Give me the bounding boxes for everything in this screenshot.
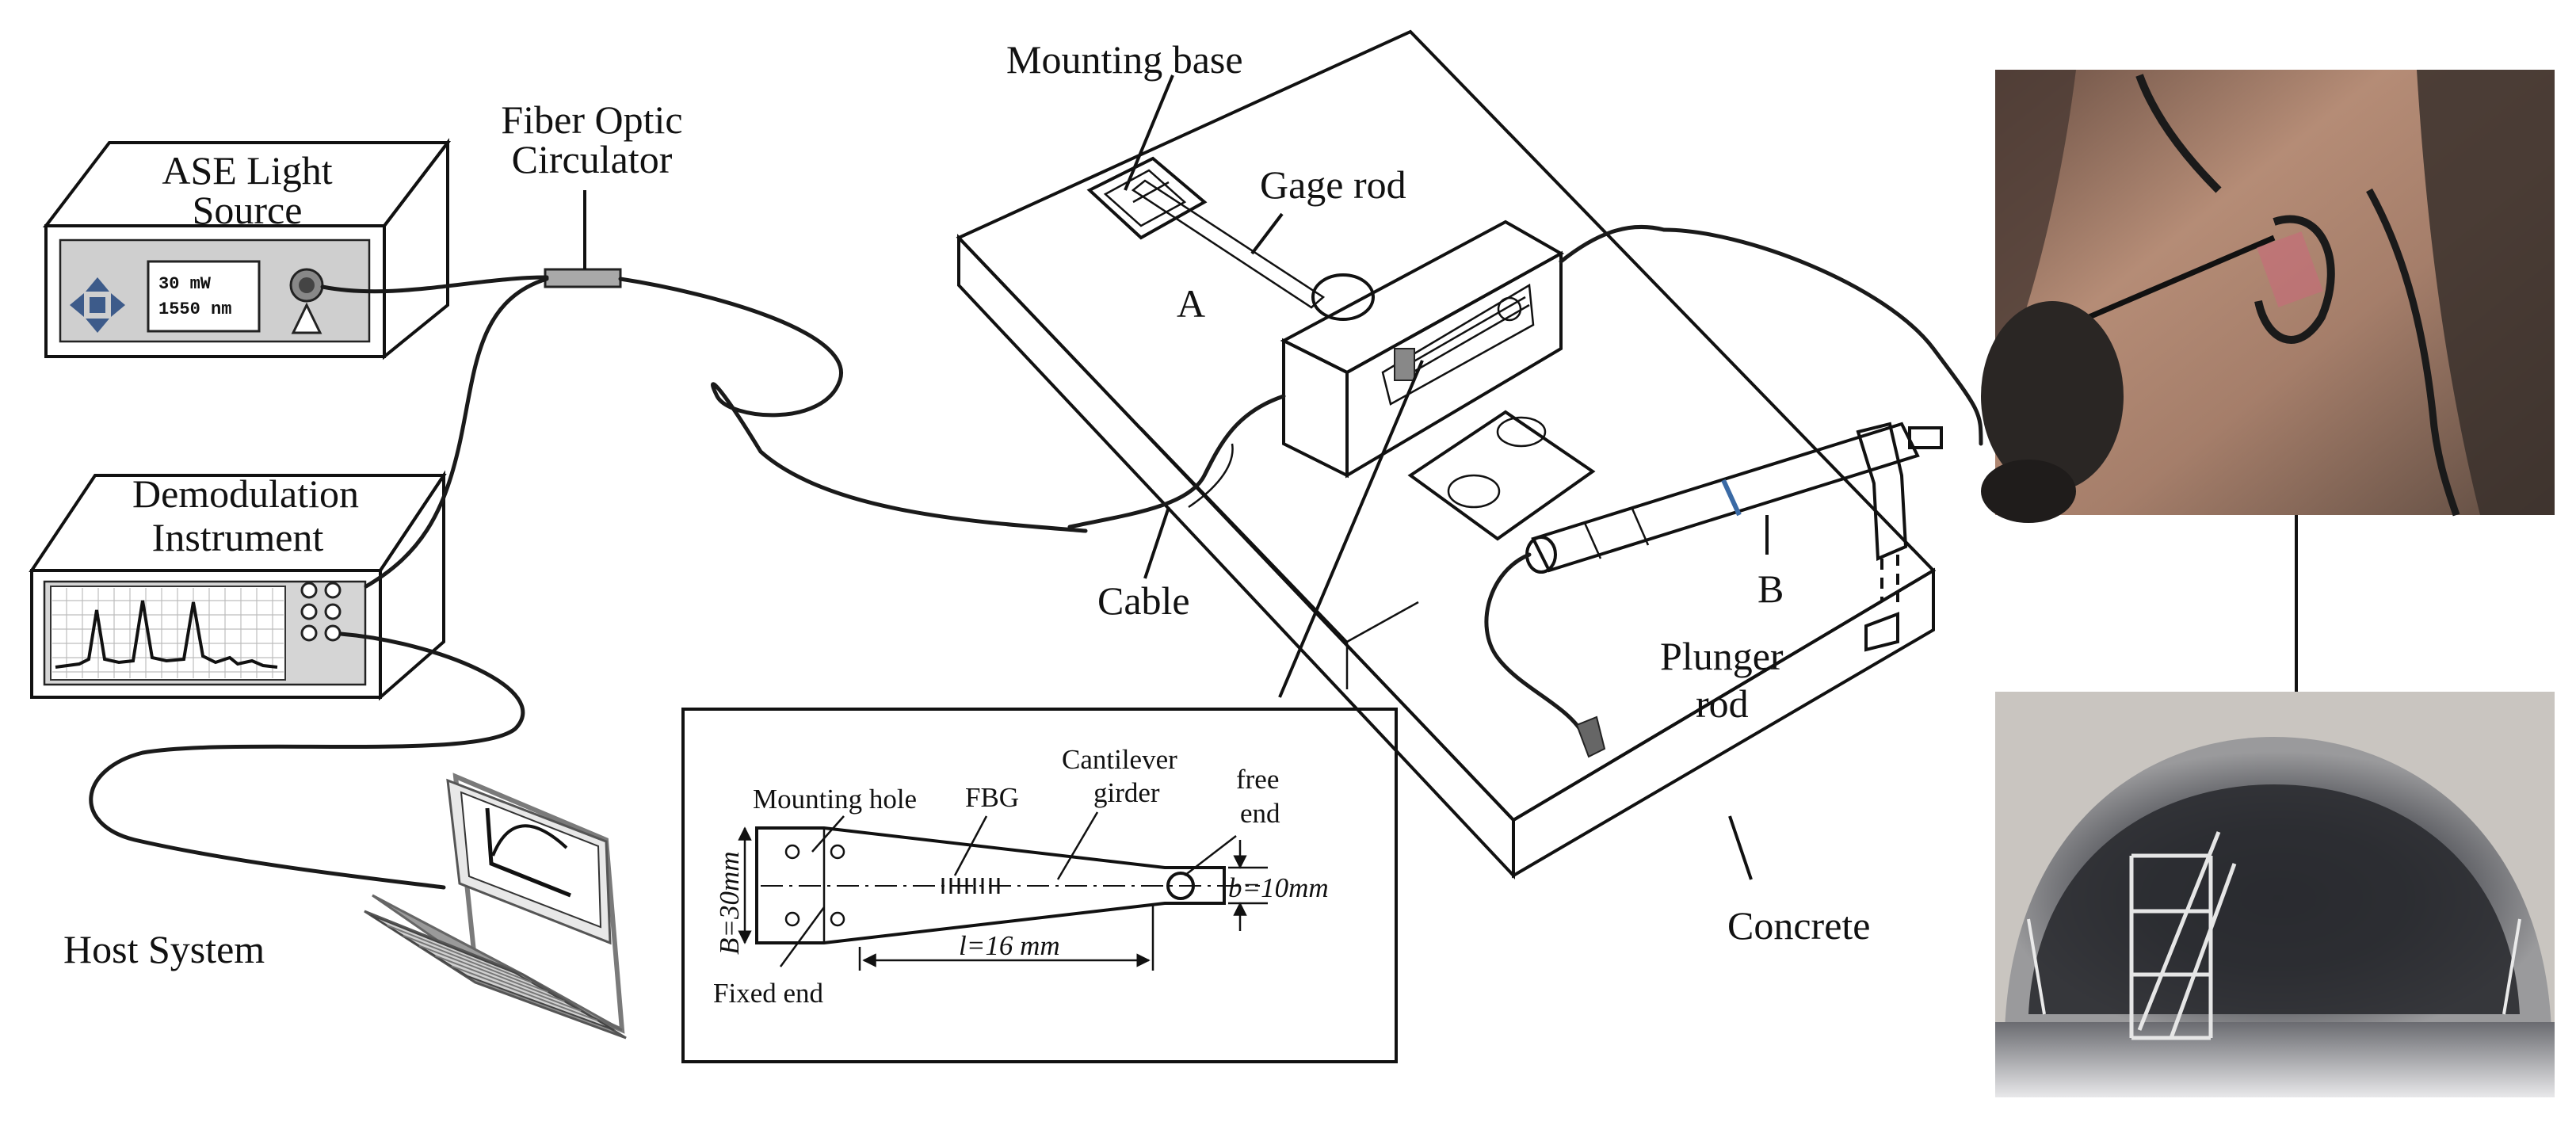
fbg-label: FBG: [965, 782, 1019, 813]
demod-label-line1: Demodulation: [132, 471, 359, 516]
host-system-laptop: Host System: [63, 773, 627, 1040]
gage-rod: [1131, 179, 1375, 321]
fixed-end-label: Fixed end: [713, 978, 824, 1009]
free-end-label-line2: end: [1240, 798, 1280, 829]
cantilever-label-line1: Cantilever: [1062, 744, 1177, 775]
sensor-b-lvdt: B: [1484, 422, 1943, 758]
ase-screen-wavelength: 1550 nm: [158, 300, 231, 319]
keyboard-row-line: [434, 955, 582, 1012]
tunnel-scaffold-photo: [1995, 692, 2555, 1097]
sensor-labels: Mounting base Gage rod Cable Plunger rod…: [1006, 37, 1870, 948]
plunger-rod-label-line1: Plunger: [1660, 634, 1784, 678]
ase-light-source-device: 30 mW 1550 nm ASE Light Source: [42, 138, 452, 361]
fiber-optic-circulator: Fiber Optic Circulator: [501, 97, 683, 288]
keyboard-row-line: [418, 944, 565, 1002]
keyboard-row-line: [403, 934, 549, 993]
fiber-connector-icon: [289, 268, 324, 303]
fiber-cables: [89, 275, 1088, 890]
ase-screen: [147, 260, 261, 333]
ase-label-line2: Source: [193, 188, 303, 232]
mounting-base-label: Mounting base: [1006, 37, 1243, 82]
dim-width-free: b=10mm: [1228, 872, 1329, 903]
free-end-label-line1: free: [1236, 764, 1279, 795]
cantilever-detail-panel: B=30mm b=10mm l=16 mm Mounting hole FBG …: [681, 708, 1398, 1063]
ase-screen-power: 30 mW: [158, 274, 212, 294]
circulator-label-line1: Fiber Optic: [501, 97, 682, 142]
circulator-label-line2: Circulator: [512, 137, 673, 181]
spectrum-screen: [50, 586, 286, 681]
warning-triangle-icon: [291, 302, 322, 334]
cantilever-label-line2: girder: [1093, 777, 1160, 808]
keypad-icon: [70, 277, 125, 333]
spectrum-trace: [55, 600, 278, 669]
cable-label: Cable: [1097, 578, 1190, 623]
demod-label-line2: Instrument: [152, 515, 324, 559]
demodulation-instrument-device: Demodulation Instrument: [29, 470, 447, 701]
dim-width-fixed: B=30mm: [714, 851, 745, 955]
instrument-ports: [300, 582, 342, 642]
screen-axes-icon: [485, 807, 571, 898]
plunger-rod-label-line2: rod: [1696, 681, 1749, 726]
host-system-label: Host System: [63, 927, 265, 971]
mounting-hole-label: Mounting hole: [753, 784, 917, 815]
fbg-grating-icon: [941, 878, 1000, 894]
keyboard-row-line: [451, 965, 598, 1021]
gage-rod-label: Gage rod: [1260, 162, 1406, 207]
keyboard-row-line: [386, 924, 532, 983]
dim-length: l=16 mm: [959, 930, 1060, 961]
sensor-installation-photo: [1981, 70, 2555, 523]
sensor-b-label: B: [1757, 567, 1784, 611]
concrete-block: [956, 29, 1937, 880]
ase-label-line1: ASE Light: [162, 148, 332, 193]
concrete-label: Concrete: [1727, 903, 1870, 948]
sensor-a-housing: A: [1067, 219, 1983, 541]
scaffold-icon: [2129, 831, 2237, 1040]
mounting-base: [1086, 156, 1208, 240]
sensor-a-label: A: [1177, 281, 1205, 326]
